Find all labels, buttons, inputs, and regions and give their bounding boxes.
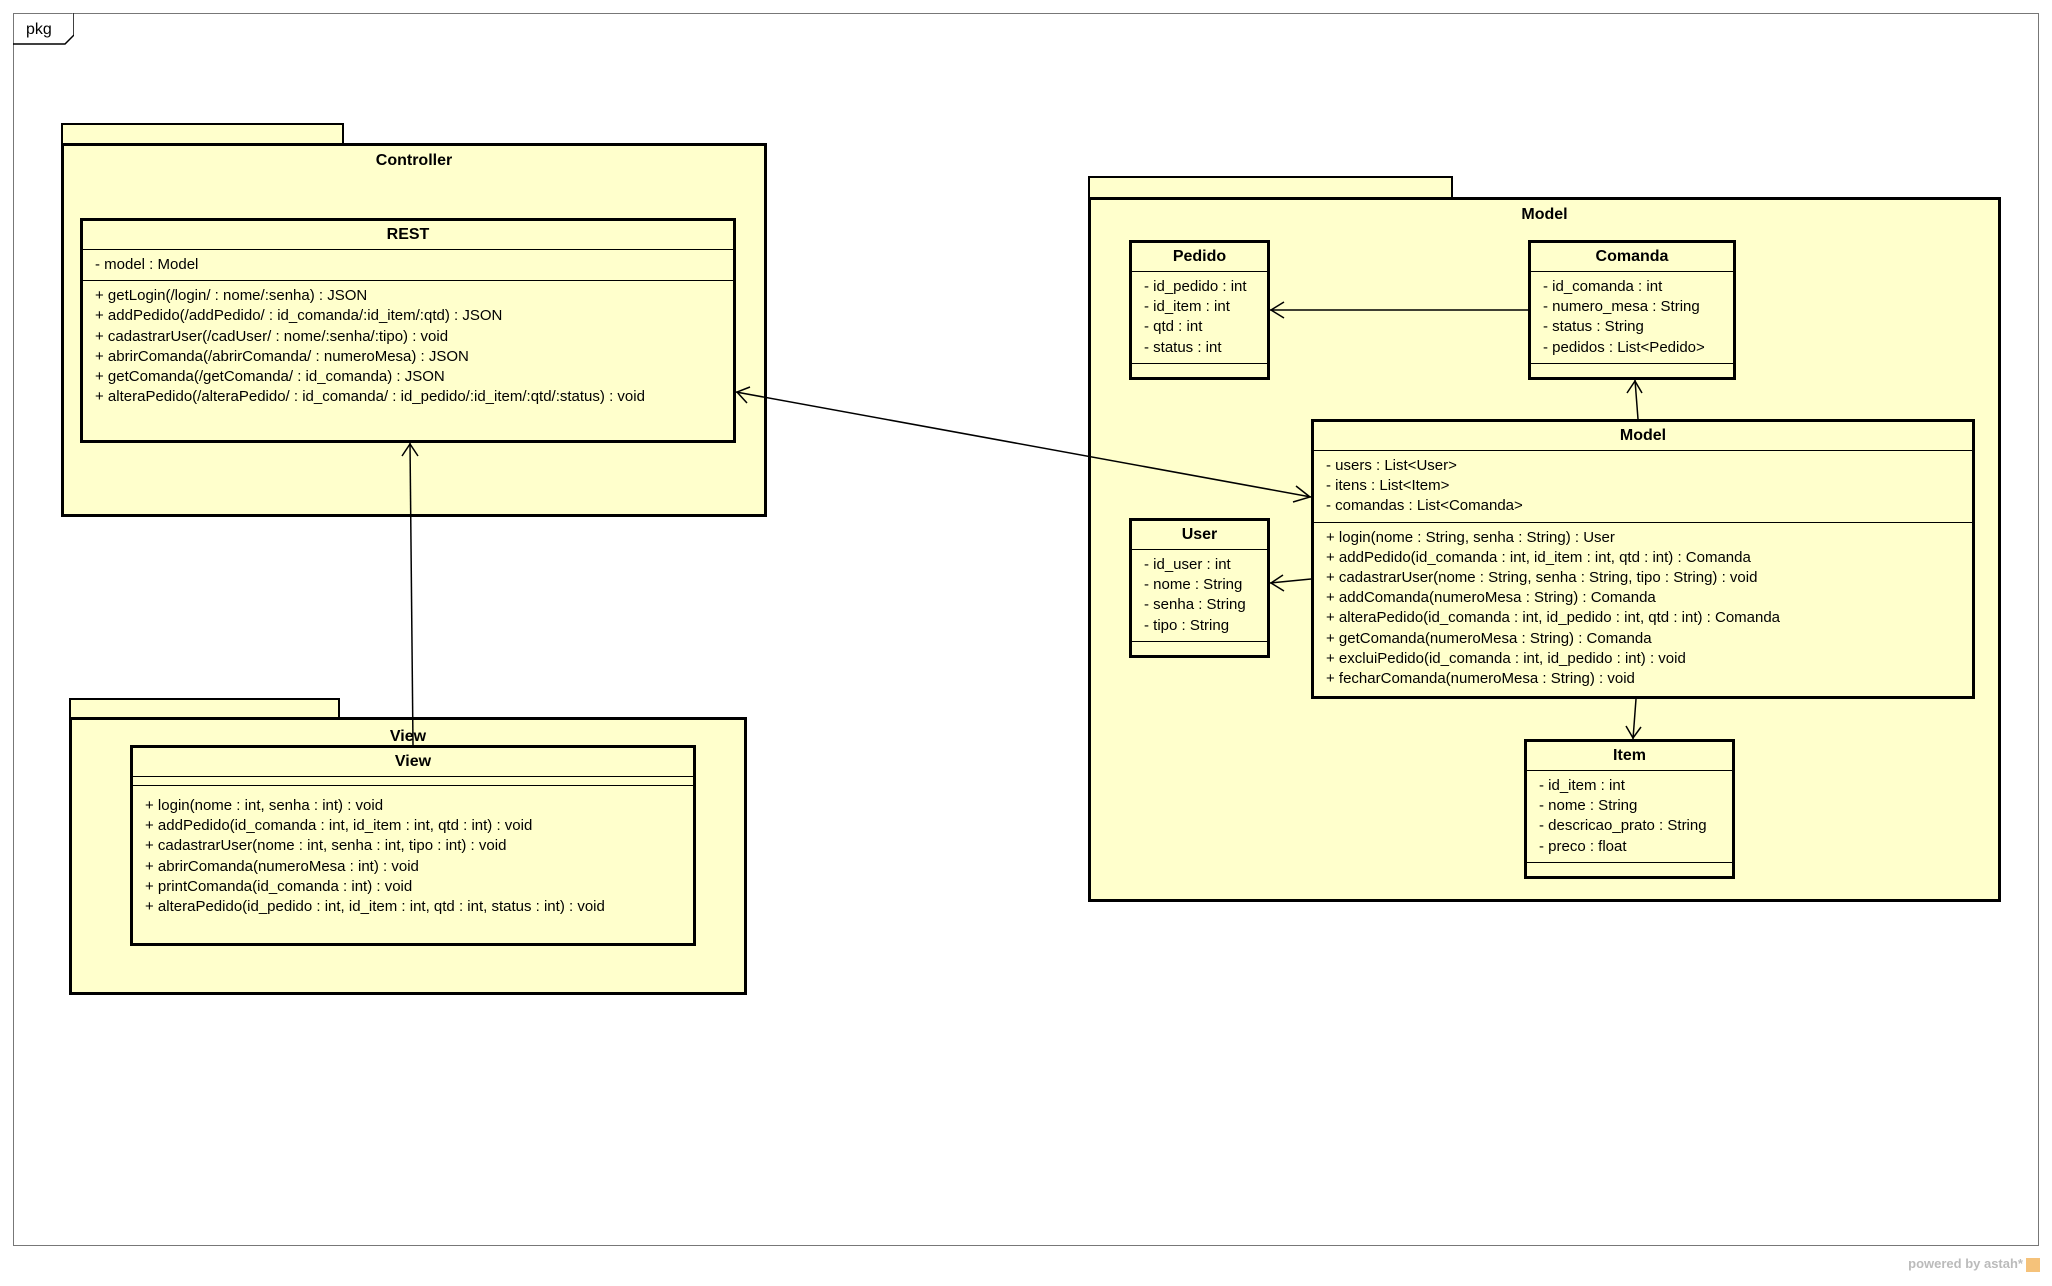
pedido-class[interactable]: Pedido - id_pedido : int- id_item : int-… <box>1129 240 1270 380</box>
member-row: + alteraPedido(id_pedido : int, id_item … <box>145 898 605 916</box>
controller-package-name: Controller <box>375 152 453 169</box>
member-row: + cadastrarUser(/cadUser/ : nome/:senha/… <box>95 327 449 345</box>
comanda-attributes: - id_comanda : int - numero_mesa : String… <box>1531 272 1733 364</box>
model-class[interactable]: Model - users : List<User> - itens : List… <box>1311 419 1975 699</box>
member-row: - comandas : List<Comanda> <box>1326 497 1523 515</box>
member-row: - itens : List<Item> <box>1326 477 1450 495</box>
member-row: + cadastrarUser(nome : String, senha : S… <box>1326 569 1758 587</box>
member-row: + getLogin(/login/ : nome/:senha) : JSON <box>95 287 368 305</box>
pedido-attributes: - id_pedido : int - id_item : int - qtd : … <box>1132 272 1267 364</box>
member-row: + printComanda(id_comanda : int) : void <box>145 877 413 895</box>
frame-tab <box>13 13 74 45</box>
rest-class[interactable]: REST - model : Model + getLogin(/login/ … <box>80 218 736 443</box>
frame-label: pkg <box>26 21 52 38</box>
comanda-class[interactable]: Comanda - id_comanda : int - numero_mesa … <box>1528 240 1736 380</box>
user-operations <box>1132 642 1267 650</box>
member-row: + abrirComanda(numeroMesa : int) : void <box>145 857 419 875</box>
member-row: + login(nome : int, senha : int) : void <box>145 797 384 814</box>
member-row: - status : String <box>1543 318 1644 336</box>
member-row: + addPedido(id_comanda : int, id_item : … <box>1326 548 1751 566</box>
user-class-name: User <box>1132 521 1267 550</box>
member-row: - tipo : String <box>1144 616 1230 634</box>
member-row: - nome : String <box>1144 576 1243 594</box>
member-row: - senha : String <box>1144 596 1246 614</box>
comanda-class-name: Comanda <box>1531 243 1733 272</box>
rest-attributes: - model : Model <box>83 250 733 282</box>
member-row: - pedidos : List<Pedido> <box>1543 338 1705 356</box>
view-package-name: View <box>389 728 427 745</box>
view-class-name: View <box>133 748 693 777</box>
view-attributes <box>133 777 693 786</box>
member-row: + addComanda(numeroMesa : String) : Coma… <box>1326 589 1656 607</box>
member-row: + addPedido(/addPedido/ : id_comanda/:id… <box>95 307 503 325</box>
member-row: + alteraPedido(/alteraPedido/ : id_coman… <box>95 388 645 406</box>
model-class-name: Model <box>1314 422 1972 451</box>
member-row: + alteraPedido(id_comanda : int, id_pedi… <box>1326 609 1781 627</box>
model-operations: + login(nome : String, senha : String) :… <box>1314 523 1972 695</box>
member-row: + getComanda(numeroMesa : String) : Coma… <box>1326 629 1652 647</box>
member-row: + excluiPedido(id_comanda : int, id_pedi… <box>1326 649 1686 667</box>
item-attributes: - id_item : int - nome : String - descrica… <box>1527 771 1732 863</box>
member-row: + login(nome : String, senha : String) :… <box>1326 528 1615 546</box>
rest-operations: + getLogin(/login/ : nome/:senha) : JSON… <box>83 281 733 412</box>
model-package-tab <box>1088 176 1453 198</box>
diagram-frame <box>13 13 2039 1246</box>
user-class[interactable]: User - id_user : int - nome : String - sen… <box>1129 518 1270 658</box>
member-row: + fecharComanda(numeroMesa : String) : v… <box>1326 670 1635 688</box>
model-package-name: Model <box>1521 206 1568 223</box>
model-attributes: - users : List<User> - itens : List<Item>… <box>1314 451 1972 523</box>
member-row: + abrirComanda(/abrirComanda/ : numeroMe… <box>95 347 469 365</box>
comanda-operations <box>1531 364 1733 372</box>
member-row: - descricao_prato : String <box>1539 817 1707 835</box>
view-package-tab <box>69 698 340 718</box>
pedido-operations <box>1132 364 1267 372</box>
view-class[interactable]: View + login(nome : int, senha : int) : … <box>130 745 696 946</box>
member-row: - status : int <box>1144 338 1222 356</box>
member-row: - preco : float <box>1539 837 1627 855</box>
member-row: - model : Model <box>95 256 199 273</box>
item-class[interactable]: Item - id_item : int - nome : String - des… <box>1524 739 1735 879</box>
astah-logo-icon <box>2026 1258 2040 1272</box>
controller-package-tab <box>61 123 344 144</box>
member-row: - nome : String <box>1539 797 1638 815</box>
pedido-class-name: Pedido <box>1132 243 1267 272</box>
member-row: + addPedido(id_comanda : int, id_item : … <box>145 817 533 835</box>
member-row: - id_user : int <box>1144 556 1231 573</box>
member-row: - id_comanda : int <box>1543 278 1663 295</box>
user-attributes: - id_user : int - nome : String - senha : … <box>1132 550 1267 642</box>
member-row: + cadastrarUser(nome : int, senha : int,… <box>145 837 507 855</box>
member-row: - qtd : int <box>1144 318 1203 336</box>
watermark-text: powered by astah* <box>1908 1256 2023 1272</box>
member-row: - id_item : int <box>1144 298 1230 316</box>
member-row: - numero_mesa : String <box>1543 298 1700 316</box>
item-class-name: Item <box>1527 742 1732 771</box>
member-row: - users : List<User> <box>1326 457 1457 474</box>
member-row: - id_pedido : int <box>1144 278 1247 295</box>
item-operations <box>1527 863 1732 871</box>
astah-watermark: powered by astah* <box>1908 1256 2040 1272</box>
rest-class-name: REST <box>83 221 733 250</box>
member-row: - id_item : int <box>1539 777 1625 794</box>
member-row: + getComanda(/getComanda/ : id_comanda) … <box>95 368 445 386</box>
view-operations: + login(nome : int, senha : int) : void +… <box>133 786 693 922</box>
